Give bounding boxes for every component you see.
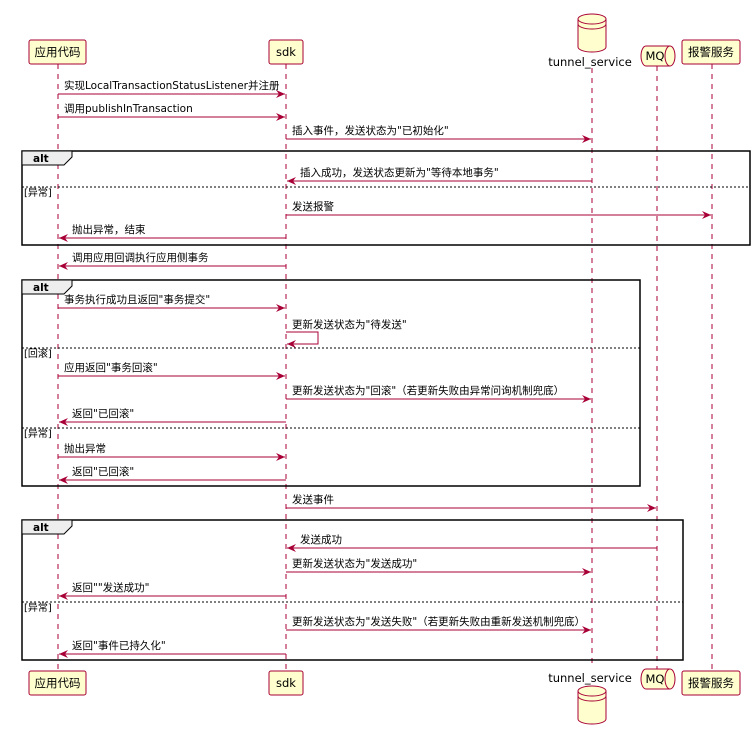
fragment-box — [21, 519, 684, 661]
message-label: 更新发送状态为"发送成功" — [292, 557, 417, 570]
message-labels: 实现LocalTransactionStatusListener并注册 调用pu… — [64, 79, 585, 652]
participant-label: 应用代码 — [35, 676, 81, 690]
message-label: 抛出异常 — [64, 442, 106, 455]
participant-app-top: 应用代码 — [28, 39, 87, 65]
fragment-guard: [异常] — [24, 601, 52, 614]
fragment-box — [21, 150, 751, 246]
fragment-label-box — [21, 279, 73, 295]
participant-label: sdk — [276, 45, 296, 59]
participant-alert-top: 报警服务 — [681, 39, 741, 65]
participant-label: tunnel_service — [548, 671, 632, 685]
alt-fragment-3: alt [异常] — [21, 519, 684, 661]
participant-tunnel-top: tunnel_service — [548, 13, 632, 69]
message-label: 应用返回"事务回滚" — [64, 361, 158, 374]
messages — [58, 90, 711, 658]
message-label: 插入成功，发送状态更新为"等待本地事务" — [300, 166, 499, 179]
database-icon — [577, 19, 607, 53]
fragment-label-box — [21, 150, 73, 166]
message-label: 返回"已回滚" — [72, 407, 134, 420]
participant-label: sdk — [276, 676, 296, 690]
participant-sdk-bottom: sdk — [268, 670, 304, 696]
alt-fragment-2: alt [回滚] [异常] — [21, 279, 641, 487]
message-label: 更新发送状态为"回滚"（若更新失败由异常问询机制兜底） — [292, 384, 564, 397]
message-label: 返回"事件已持久化" — [72, 639, 166, 652]
fragment-keyword: alt — [33, 282, 49, 294]
fragment-guard: [异常] — [24, 186, 52, 199]
database-icon — [577, 691, 607, 725]
participant-label: MQ — [646, 49, 665, 63]
message-label: 调用publishInTransaction — [64, 103, 193, 115]
message-label: 发送报警 — [292, 200, 334, 213]
message-label: 发送成功 — [300, 533, 342, 546]
fragment-guard: [回滚] — [24, 347, 52, 360]
message-label: 插入事件，发送状态为"已初始化" — [292, 124, 449, 137]
message-label: 更新发送状态为"待发送" — [292, 318, 407, 331]
participant-label: MQ — [646, 672, 665, 686]
participant-label: 应用代码 — [35, 45, 81, 59]
message-label: 调用应用回调执行应用侧事务 — [72, 251, 209, 264]
fragment-guard: [异常] — [24, 427, 52, 440]
fragment-label-box — [21, 519, 73, 535]
message-label: 更新发送状态为"发送失败"（若更新失败由重新发送机制兜底） — [292, 615, 585, 628]
database-icon-top — [577, 13, 607, 25]
database-icon-top — [577, 685, 607, 697]
message-label: 返回"已回滚" — [72, 465, 134, 478]
participant-mq-bottom: MQ — [640, 668, 676, 690]
fragment-keyword: alt — [33, 153, 49, 165]
message-label: 返回""发送成功" — [72, 581, 150, 594]
participant-sdk-top: sdk — [268, 39, 304, 65]
participant-label: tunnel_service — [548, 55, 632, 69]
fragment-box — [21, 279, 641, 487]
participant-label: 报警服务 — [688, 45, 734, 59]
fragment-keyword: alt — [33, 522, 49, 534]
message-label: 事务执行成功且返回"事务提交" — [64, 293, 210, 306]
participant-tunnel-bottom: tunnel_service — [548, 671, 632, 725]
message-label: 抛出异常，结束 — [72, 223, 146, 236]
participant-mq-top: MQ — [640, 45, 676, 67]
participant-app-bottom: 应用代码 — [28, 670, 87, 696]
participant-label: 报警服务 — [688, 676, 734, 690]
self-message-arrow — [286, 331, 319, 348]
message-label: 发送事件 — [292, 493, 334, 506]
alt-fragment-1: alt [异常] — [21, 150, 751, 246]
participant-alert-bottom: 报警服务 — [681, 670, 741, 696]
message-label: 实现LocalTransactionStatusListener并注册 — [64, 79, 280, 92]
